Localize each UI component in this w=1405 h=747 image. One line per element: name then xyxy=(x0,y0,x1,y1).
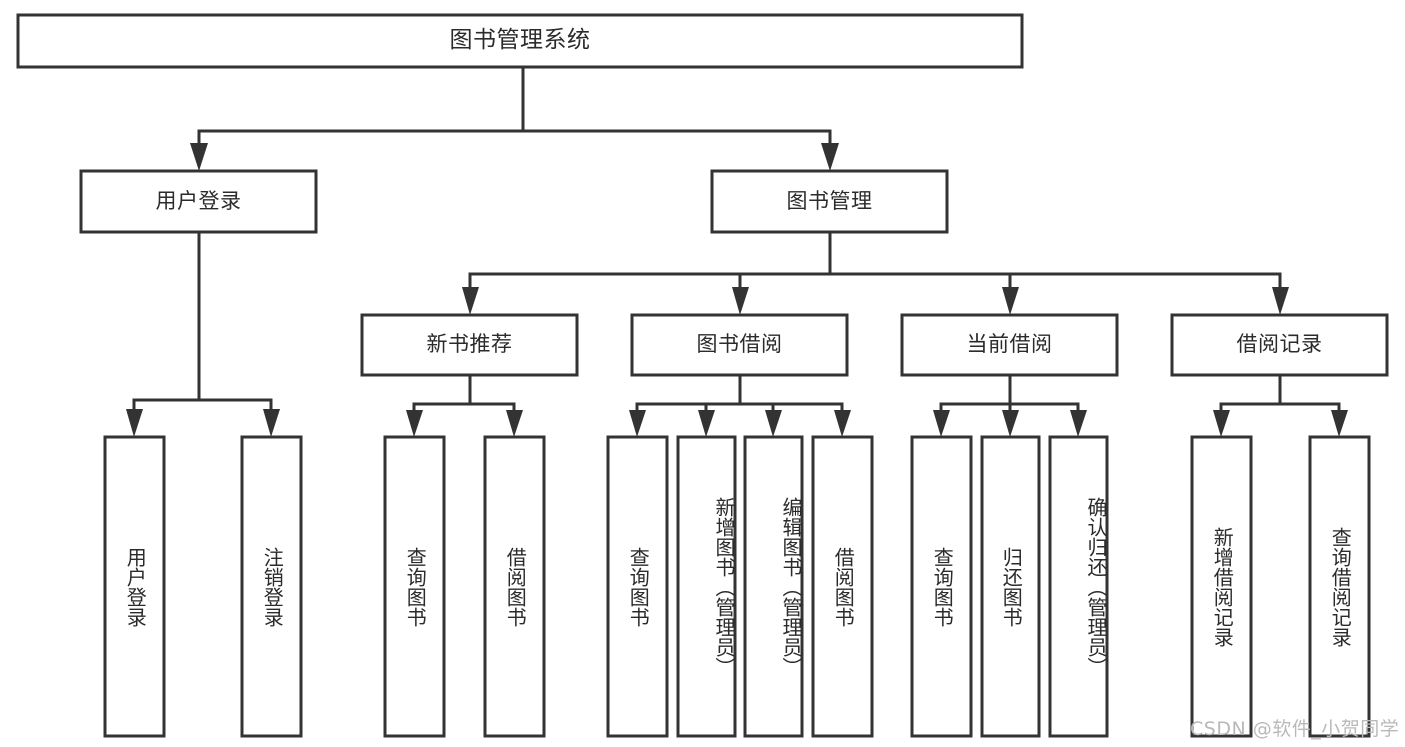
arrow-head-leaf-new-book-1 xyxy=(506,410,523,437)
node-box-book-borrow[interactable] xyxy=(630,313,849,377)
arrow-head-book-borrow xyxy=(732,287,749,315)
arrow-head-leaf-current-borrow-0 xyxy=(933,410,950,437)
leaf-box-current-borrow-1[interactable] xyxy=(980,435,1041,738)
arrow-head-leaf-book-borrow-0 xyxy=(629,410,646,437)
leaf-box-current-borrow-2[interactable] xyxy=(1048,435,1109,738)
leaf-box-new-book-0[interactable] xyxy=(383,435,446,738)
node-box-new-book-recommend[interactable] xyxy=(360,313,579,377)
arrow-head-leaf-user-login-1 xyxy=(263,409,280,437)
arrow-head-leaf-new-book-0 xyxy=(406,410,423,437)
arrow-head-leaf-borrow-record-1 xyxy=(1331,410,1348,437)
arrow-head-leaf-book-borrow-3 xyxy=(834,410,851,437)
arrow-head-user-login xyxy=(190,143,208,171)
node-box-book-management[interactable] xyxy=(710,169,949,234)
leaf-box-book-borrow-1[interactable] xyxy=(676,435,737,738)
arrow-head-leaf-current-borrow-2 xyxy=(1070,410,1087,437)
node-box-borrow-record[interactable] xyxy=(1170,313,1389,377)
node-box-user-login[interactable] xyxy=(79,169,318,234)
arrow-head-book-management xyxy=(821,143,839,171)
node-box-root[interactable] xyxy=(16,13,1024,69)
leaf-box-borrow-record-0[interactable] xyxy=(1190,435,1253,738)
arrow-head-current-borrow xyxy=(1002,287,1019,315)
arrow-head-leaf-current-borrow-1 xyxy=(1002,410,1019,437)
leaf-box-book-borrow-2[interactable] xyxy=(743,435,804,738)
leaf-box-book-borrow-3[interactable] xyxy=(811,435,874,738)
leaf-box-user-login-1[interactable] xyxy=(240,435,303,738)
arrow-head-leaf-borrow-record-0 xyxy=(1213,410,1230,437)
leaf-box-current-borrow-0[interactable] xyxy=(910,435,973,738)
node-box-current-borrow[interactable] xyxy=(900,313,1119,377)
arrow-head-new-book-recommend xyxy=(462,287,479,315)
arrow-head-leaf-book-borrow-2 xyxy=(765,410,782,437)
leaf-box-borrow-record-1[interactable] xyxy=(1308,435,1371,738)
arrow-head-leaf-book-borrow-1 xyxy=(698,410,715,437)
leaf-box-book-borrow-0[interactable] xyxy=(606,435,669,738)
arrow-head-borrow-record xyxy=(1272,287,1289,315)
leaf-box-user-login-0[interactable] xyxy=(103,435,166,738)
arrow-head-leaf-user-login-0 xyxy=(126,409,143,437)
leaf-box-new-book-1[interactable] xyxy=(483,435,546,738)
